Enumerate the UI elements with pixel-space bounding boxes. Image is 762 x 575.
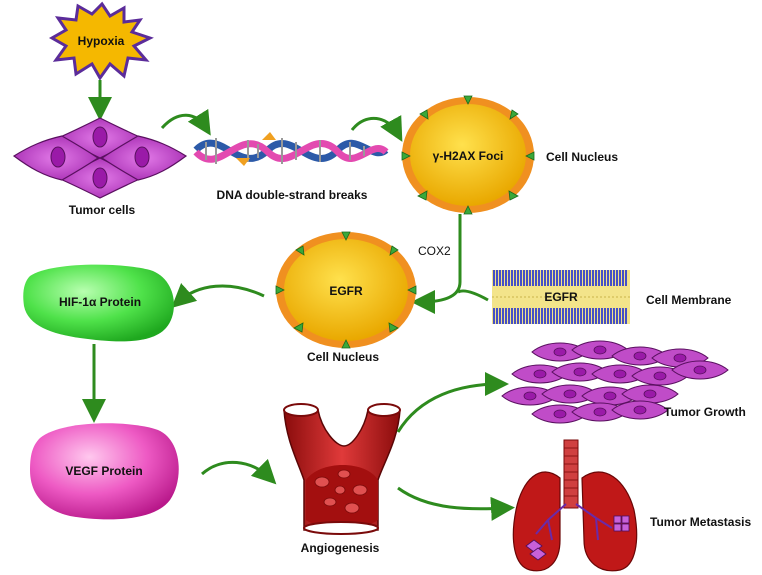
arrow-to-tumor-metastasis bbox=[397, 486, 515, 521]
egfr-nucleus-label: EGFR bbox=[329, 284, 363, 298]
arrow-tumor-to-dna bbox=[160, 108, 211, 136]
vegf-protein-label: VEGF Protein bbox=[65, 464, 143, 478]
arrow-to-tumor-growth bbox=[396, 372, 509, 433]
blood-vessel-graphic bbox=[283, 403, 401, 535]
cell-membrane-graphic bbox=[492, 270, 630, 324]
tumor-cells-label: Tumor cells bbox=[68, 203, 136, 217]
arrow-egfr-to-hif bbox=[171, 283, 265, 309]
arrow-nucleus-to-egfr bbox=[411, 214, 462, 314]
cox2-label: COX2 bbox=[418, 244, 451, 258]
arrow-membrane-to-egfr bbox=[457, 289, 489, 302]
arrow-vegf-to-angiogenesis bbox=[200, 458, 277, 485]
dna-helix-graphic bbox=[193, 132, 389, 166]
nucleus-mid-graphic bbox=[275, 231, 417, 349]
cell-nucleus-top-label: Cell Nucleus bbox=[546, 150, 619, 164]
egfr-membrane-label: EGFR bbox=[544, 290, 578, 304]
tumor-growth-label: Tumor Growth bbox=[664, 405, 746, 419]
vegf-protein-graphic bbox=[30, 423, 179, 520]
lungs-graphic bbox=[512, 439, 638, 572]
tumor-growth-graphic bbox=[501, 340, 729, 424]
tumor-cells-graphic bbox=[12, 117, 188, 199]
nucleus-top-graphic bbox=[401, 95, 535, 215]
cell-nucleus-mid-label: Cell Nucleus bbox=[306, 350, 380, 364]
foci-label: γ-H2AX Foci bbox=[432, 149, 504, 163]
tumor-metastasis-label: Tumor Metastasis bbox=[650, 515, 752, 529]
hif-protein-label: HIF-1α Protein bbox=[58, 295, 142, 309]
arrow-dna-to-foci bbox=[350, 115, 403, 142]
dna-breaks-label: DNA double-strand breaks bbox=[216, 188, 368, 202]
hif-protein-graphic bbox=[23, 264, 174, 342]
hypoxia-label: Hypoxia bbox=[77, 34, 125, 48]
cell-membrane-label: Cell Membrane bbox=[646, 293, 732, 307]
angiogenesis-label: Angiogenesis bbox=[300, 541, 380, 555]
hypoxia-starburst bbox=[48, 1, 154, 81]
